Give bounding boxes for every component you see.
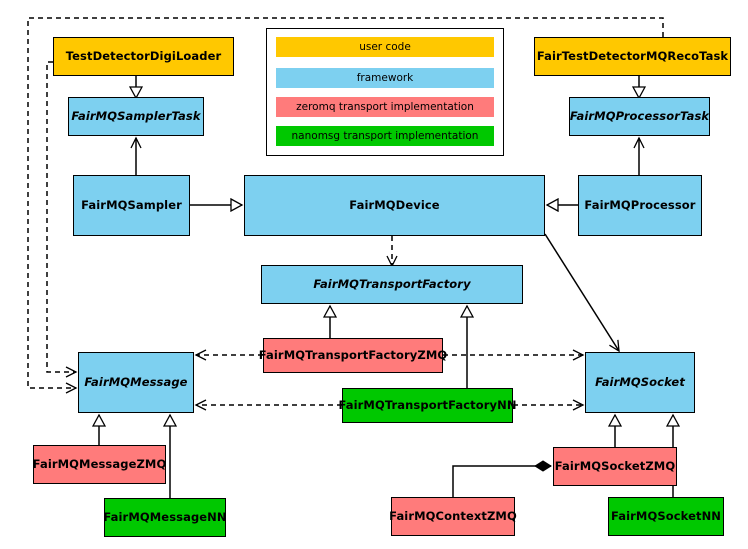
class-node-fairmqsocketzmq[interactable]: FairMQSocketZMQ xyxy=(553,447,677,486)
legend-item-nanomsg: nanomsg transport implementation xyxy=(276,126,494,146)
class-node-fairtestdetectormqrecotask[interactable]: FairTestDetectorMQRecoTask xyxy=(534,37,731,76)
class-node-fairmqsocket[interactable]: FairMQSocket xyxy=(585,352,695,413)
class-node-fairmqprocessortask[interactable]: FairMQProcessorTask xyxy=(569,97,710,136)
class-node-fairmqcontextzmq[interactable]: FairMQContextZMQ xyxy=(389,497,517,536)
class-node-fairmqtransportfactorynn[interactable]: FairMQTransportFactoryNN xyxy=(338,388,516,423)
legend-label-zeromq: zeromq transport implementation xyxy=(296,101,474,113)
class-label: FairMQProcessor xyxy=(584,197,696,212)
legend-panel: user code framework zeromq transport imp… xyxy=(266,28,504,156)
class-node-fairmqtransportfactoryzmq[interactable]: FairMQTransportFactoryZMQ xyxy=(259,338,447,373)
class-label: FairMQMessageZMQ xyxy=(32,456,167,471)
class-node-fairmqdevice[interactable]: FairMQDevice xyxy=(244,175,545,236)
class-label: FairMQTransportFactory xyxy=(313,276,471,291)
class-node-testdetectordigiloader[interactable]: TestDetectorDigiLoader xyxy=(53,37,234,76)
class-label: FairMQMessage xyxy=(84,374,188,389)
class-node-fairmqmessage[interactable]: FairMQMessage xyxy=(78,352,194,413)
class-node-fairmqsocketnn[interactable]: FairMQSocketNN xyxy=(608,497,724,536)
legend-label-nanomsg: nanomsg transport implementation xyxy=(291,130,479,142)
class-label: FairTestDetectorMQRecoTask xyxy=(536,48,729,63)
class-node-fairmqmessagezmq[interactable]: FairMQMessageZMQ xyxy=(33,445,166,484)
class-label: FairMQSocket xyxy=(595,374,685,389)
edge-digiloader-message xyxy=(46,61,78,378)
class-label: FairMQContextZMQ xyxy=(389,508,517,523)
class-label: FairMQSocketZMQ xyxy=(554,458,676,473)
class-label: FairMQTransportFactoryZMQ xyxy=(258,347,448,362)
class-label: FairMQSamplerTask xyxy=(71,108,201,123)
edge-contextzmq-socketzmq xyxy=(452,460,552,497)
class-node-fairmqsampler[interactable]: FairMQSampler xyxy=(73,175,190,236)
class-label: FairMQTransportFactoryNN xyxy=(338,397,517,412)
edge-recotask-message xyxy=(27,17,664,394)
class-node-fairmqtransportfactory[interactable]: FairMQTransportFactory xyxy=(261,265,523,304)
class-node-fairmqmessagenn[interactable]: FairMQMessageNN xyxy=(103,498,227,537)
legend-label-framework: framework xyxy=(356,72,414,84)
legend-item-framework: framework xyxy=(276,68,494,88)
class-label: FairMQSampler xyxy=(81,197,182,212)
class-label: FairMQMessageNN xyxy=(103,509,227,524)
class-node-fairmqsamplertask[interactable]: FairMQSamplerTask xyxy=(68,97,204,136)
class-node-fairmqprocessor[interactable]: FairMQProcessor xyxy=(578,175,702,236)
legend-label-user-code: user code xyxy=(359,41,411,53)
edge-device-socket xyxy=(544,233,620,353)
class-label: FairMQSocketNN xyxy=(610,508,722,523)
class-label: FairMQDevice xyxy=(349,197,440,212)
legend-item-user-code: user code xyxy=(276,37,494,57)
class-label: FairMQProcessorTask xyxy=(569,108,710,123)
legend-item-zeromq: zeromq transport implementation xyxy=(276,97,494,117)
class-label: TestDetectorDigiLoader xyxy=(65,48,222,63)
